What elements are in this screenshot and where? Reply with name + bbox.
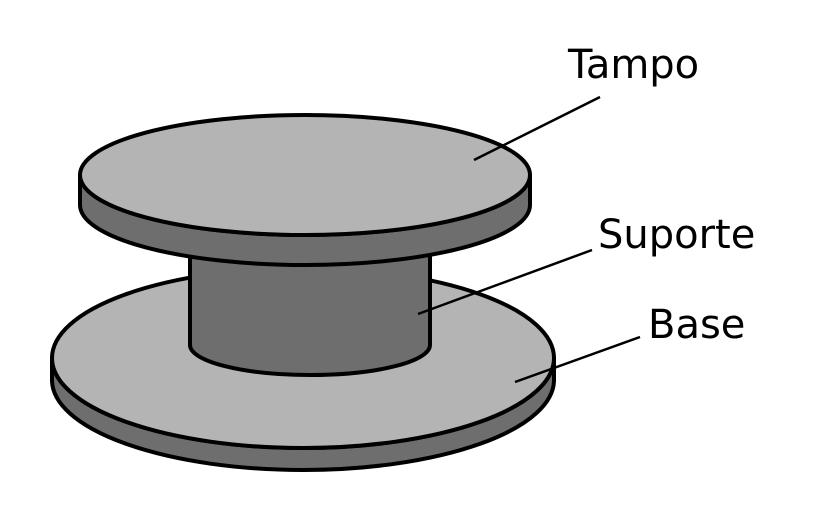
- tampo-part: [78, 113, 532, 267]
- suporte-part: [188, 238, 432, 377]
- base-label: Base: [648, 302, 745, 348]
- tampo-label: Tampo: [567, 42, 699, 88]
- suporte-label: Suporte: [598, 212, 755, 258]
- tampo-leader-line: [473, 95, 601, 162]
- tampo-top-face: [78, 113, 532, 237]
- suporte-leader-line: [417, 248, 593, 316]
- base-leader-line: [514, 335, 641, 384]
- suporte-column: [188, 238, 432, 377]
